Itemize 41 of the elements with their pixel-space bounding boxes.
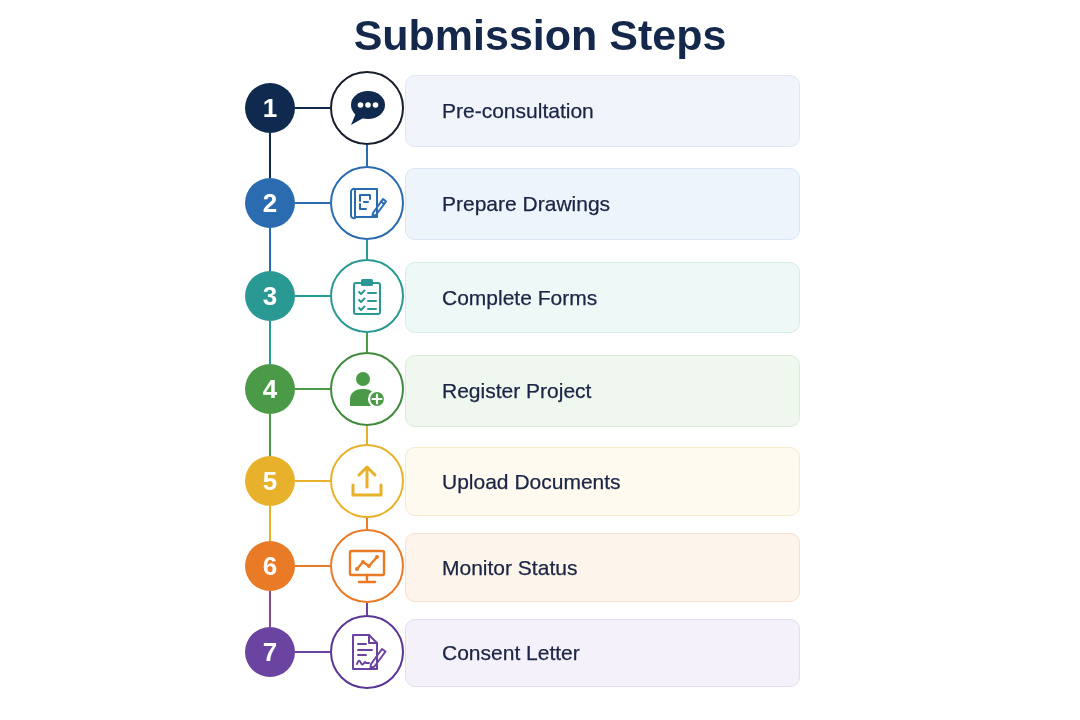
- connector-line: [366, 239, 368, 260]
- step-card: [405, 533, 800, 602]
- step-card: [405, 619, 800, 687]
- step-number-circle: 3: [245, 271, 295, 321]
- step-title: Consent Letter: [442, 641, 580, 665]
- connector-line: [366, 332, 368, 353]
- connector-line: [366, 602, 368, 616]
- connector-line: [294, 480, 331, 482]
- step-title: Monitor Status: [442, 555, 578, 580]
- step-number-circle: 1: [245, 83, 295, 133]
- step-number-circle: 5: [245, 456, 295, 506]
- connector-line: [269, 132, 271, 179]
- connector-line: [269, 227, 271, 272]
- step-card: [405, 447, 800, 516]
- connector-line: [269, 320, 271, 365]
- connector-line: [366, 425, 368, 445]
- diagram-title: Submission Steps: [353, 10, 727, 61]
- step-card: [405, 355, 800, 427]
- step-card: [405, 168, 800, 240]
- step-title: Prepare Drawings: [442, 192, 611, 216]
- connector-line: [366, 144, 368, 167]
- step-title: Pre-consultation: [442, 99, 594, 123]
- connector-line: [294, 565, 331, 567]
- connector-line: [366, 517, 368, 530]
- connector-line: [294, 388, 331, 390]
- connector-line: [294, 202, 331, 204]
- step-title: Complete Forms: [442, 285, 598, 310]
- connector-line: [269, 413, 271, 457]
- step-card: [405, 262, 800, 333]
- step-number-circle: 7: [245, 627, 295, 677]
- connector-line: [294, 107, 331, 109]
- step-title: Register Project: [442, 379, 592, 403]
- step-number-circle: 6: [245, 541, 295, 591]
- connector-line: [294, 295, 331, 297]
- step-card: [405, 75, 800, 147]
- step-number-circle: 4: [245, 364, 295, 414]
- connector-line: [294, 651, 331, 653]
- step-number-circle: 2: [245, 178, 295, 228]
- step-title: Upload Documents: [442, 469, 621, 494]
- connector-line: [269, 590, 271, 628]
- connector-line: [269, 505, 271, 542]
